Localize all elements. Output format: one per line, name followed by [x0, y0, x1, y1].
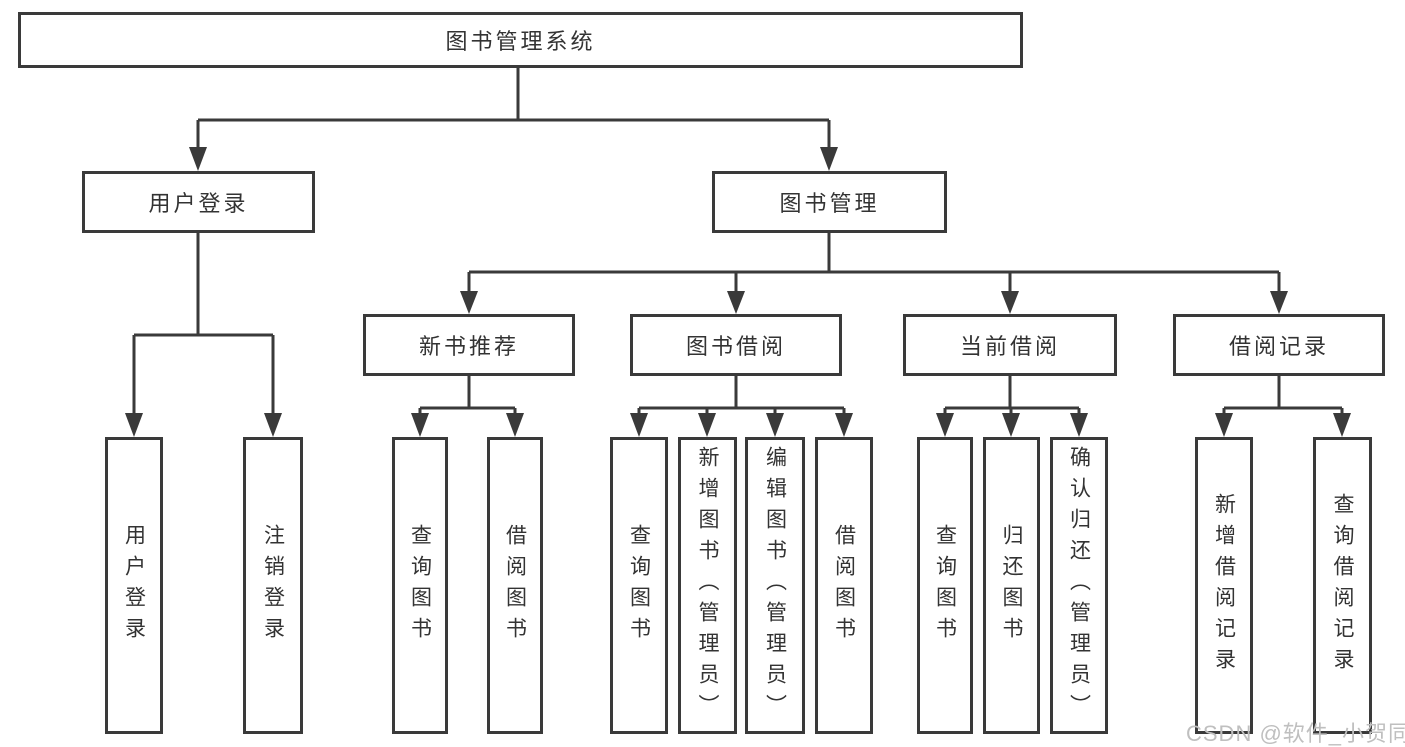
leaf-label: 注销登录	[261, 523, 285, 648]
node-label: 新书推荐	[418, 334, 519, 359]
leaf-add-books-admin: 新增图书（管理员）	[678, 437, 737, 734]
leaf-label: 查询借阅记录	[1331, 492, 1354, 679]
leaf-label: 查询图书	[933, 523, 957, 648]
node-label: 图书管理	[779, 191, 880, 216]
node-label: 图书管理系统	[445, 29, 596, 54]
node-new-book-recommendation: 新书推荐	[363, 314, 575, 376]
node-book-borrowing: 图书借阅	[630, 314, 842, 376]
leaf-label: 编辑图书（管理员）	[763, 446, 787, 725]
leaf-label: 用户登录	[122, 523, 146, 648]
leaf-label: 新增图书（管理员）	[696, 446, 719, 725]
leaf-label: 借阅图书	[832, 523, 856, 648]
leaf-user-login: 用户登录	[105, 437, 163, 734]
leaf-add-borrow-record: 新增借阅记录	[1195, 437, 1253, 734]
leaf-label: 新增借阅记录	[1212, 492, 1236, 679]
csdn-watermark: CSDN @软件_小贺同学	[1186, 721, 1405, 746]
leaf-logout: 注销登录	[243, 437, 303, 734]
leaf-label: 查询图书	[627, 523, 651, 648]
node-label: 用户登录	[148, 191, 249, 216]
leaf-label: 确认归还（管理员）	[1067, 446, 1091, 725]
leaf-return-books: 归还图书	[983, 437, 1040, 734]
leaf-confirm-return-admin: 确认归还（管理员）	[1050, 437, 1108, 734]
leaf-label: 归还图书	[1000, 523, 1023, 648]
leaf-borrow-books: 借阅图书	[815, 437, 873, 734]
node-library-management-system: 图书管理系统	[18, 12, 1023, 68]
leaf-label: 查询图书	[408, 523, 432, 648]
leaf-recommend-borrow-books: 借阅图书	[487, 437, 543, 734]
node-book-management: 图书管理	[712, 171, 947, 233]
node-label: 当前借阅	[959, 334, 1060, 359]
arrowheads	[125, 147, 1351, 437]
node-current-borrowing: 当前借阅	[903, 314, 1117, 376]
leaf-recommend-query-books: 查询图书	[392, 437, 448, 734]
leaf-borrow-query-books: 查询图书	[610, 437, 668, 734]
leaf-query-borrow-record: 查询借阅记录	[1313, 437, 1372, 734]
node-borrowing-records: 借阅记录	[1173, 314, 1385, 376]
leaf-current-query-books: 查询图书	[917, 437, 973, 734]
leaf-label: 借阅图书	[503, 523, 527, 648]
node-label: 借阅记录	[1228, 334, 1329, 359]
leaf-edit-books-admin: 编辑图书（管理员）	[745, 437, 805, 734]
node-label: 图书借阅	[685, 334, 786, 359]
node-user-login: 用户登录	[82, 171, 315, 233]
